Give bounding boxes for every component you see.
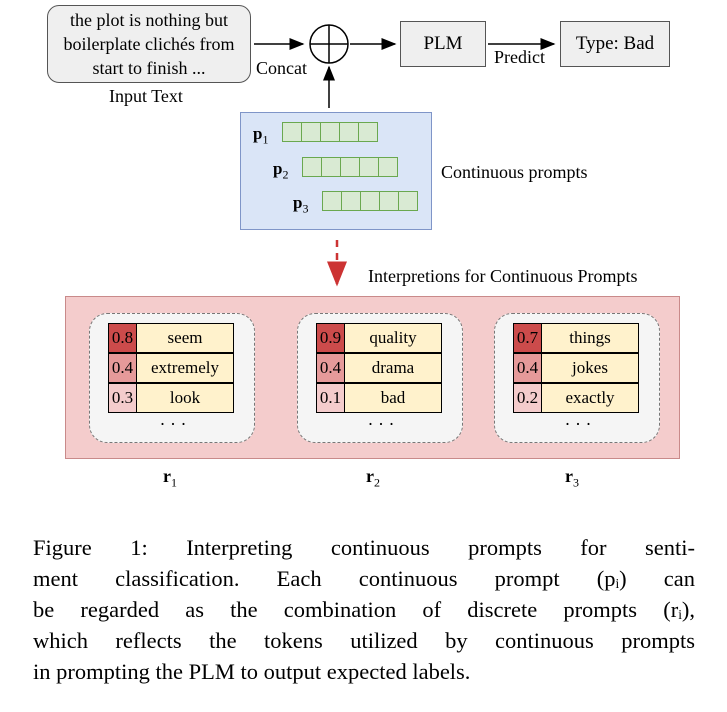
input-text-box: the plot is nothing but boilerplate clic…: [47, 5, 251, 83]
input-text-label: Input Text: [109, 86, 183, 106]
plm-box: PLM: [400, 21, 486, 67]
input-text-line-1: the plot is nothing but: [69, 10, 228, 30]
input-text-line-2: boilerplate clichés from: [63, 34, 235, 54]
r1-label: r1: [163, 466, 177, 490]
input-text-line-3: start to finish ...: [92, 58, 206, 78]
output-label: Type: Bad: [575, 33, 655, 54]
token-prob: 0.1: [316, 383, 345, 413]
token-word: jokes: [541, 353, 639, 383]
token-word: seem: [136, 323, 234, 353]
concat-label: Concat: [256, 58, 307, 78]
prompt-vector-p3: [322, 191, 418, 211]
prompt-label-p1: p1: [253, 124, 269, 147]
output-type-box: Type: Bad: [560, 21, 670, 67]
token-prob: 0.3: [108, 383, 137, 413]
caption-line-2: ment classification. Each continuous pro…: [33, 566, 695, 591]
prompt-label-p2: p2: [273, 159, 289, 182]
caption-line-4: which reflects the tokens utilized by co…: [33, 628, 695, 653]
interpretations-label: Interpretions for Continuous Prompts: [368, 266, 638, 286]
figure-caption: Figure 1: Interpreting continuous prompt…: [33, 532, 695, 687]
token-word: quality: [344, 323, 442, 353]
prompt-vector-p1: [282, 122, 378, 142]
plm-label: PLM: [423, 33, 463, 54]
token-word: bad: [344, 383, 442, 413]
token-prob: 0.4: [513, 353, 542, 383]
token-prob: 0.9: [316, 323, 345, 353]
token-word: drama: [344, 353, 442, 383]
ellipsis: · · ·: [367, 414, 395, 434]
caption-line-5: in prompting the PLM to output expected …: [33, 659, 471, 684]
ellipsis: · · ·: [159, 414, 187, 434]
token-word: things: [541, 323, 639, 353]
token-prob: 0.4: [316, 353, 345, 383]
token-word: exactly: [541, 383, 639, 413]
predict-label: Predict: [494, 47, 545, 67]
continuous-prompts-label: Continuous prompts: [441, 162, 588, 182]
token-prob: 0.4: [108, 353, 137, 383]
r3-label: r3: [565, 466, 579, 490]
r2-label: r2: [366, 466, 380, 490]
prompt-vector-p2: [302, 157, 398, 177]
caption-line-1: Figure 1: Interpreting continuous prompt…: [33, 535, 695, 560]
token-word: extremely: [136, 353, 234, 383]
token-word: look: [136, 383, 234, 413]
caption-line-3: be regarded as the combination of discre…: [33, 597, 695, 622]
token-prob: 0.7: [513, 323, 542, 353]
token-prob: 0.8: [108, 323, 137, 353]
ellipsis: · · ·: [564, 414, 592, 434]
prompt-label-p3: p3: [293, 193, 309, 216]
token-prob: 0.2: [513, 383, 542, 413]
